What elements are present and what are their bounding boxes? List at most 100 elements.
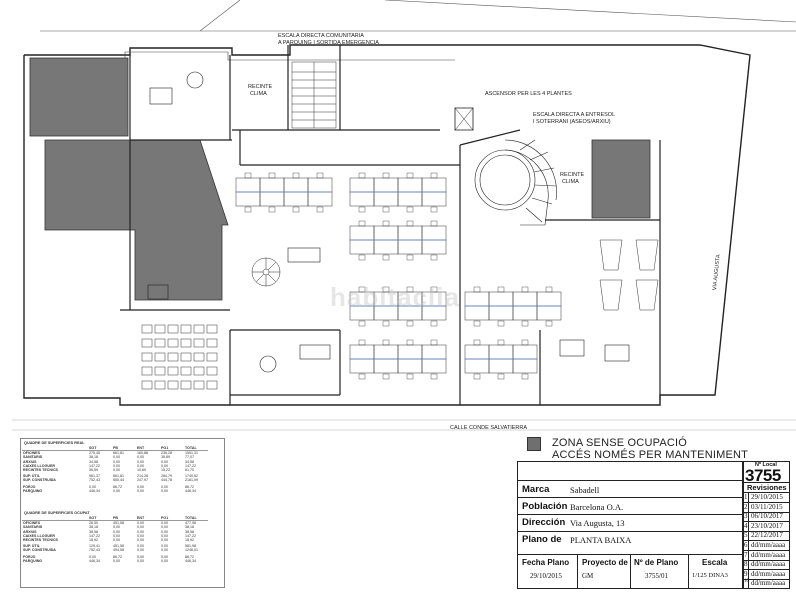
- chair: [473, 373, 481, 380]
- chair: [382, 339, 390, 346]
- row-label: FORJO: [23, 484, 36, 489]
- row-value: 0,00: [137, 533, 144, 538]
- seat: [167, 324, 179, 334]
- chair: [382, 286, 390, 293]
- fecha-label: Fecha Plano: [522, 558, 570, 567]
- chair: [430, 286, 438, 293]
- row-label: FORJO: [23, 554, 36, 559]
- row-value: 0,00: [161, 533, 168, 538]
- row-value: 661,81: [113, 474, 124, 479]
- row-value: 129,41: [89, 544, 100, 549]
- table-header-cell: SOT: [88, 446, 112, 452]
- table-header-cell: PB: [112, 446, 136, 452]
- row-label: SANITARIS: [23, 455, 43, 460]
- plano-label: Plano de: [522, 534, 562, 545]
- revision-date: dd/mm/aaaa: [751, 579, 786, 588]
- seat: [167, 366, 179, 376]
- desk: [397, 225, 423, 241]
- revision-date: 22/12/2017: [751, 531, 783, 540]
- chair: [358, 172, 366, 179]
- row-value: 444,78: [161, 478, 172, 483]
- desk: [464, 305, 490, 321]
- legend-line-1: ZONA SENSE OCUPACIÓ: [552, 437, 688, 449]
- label-ascensor: ASCENSOR PER LES 4 PLANTES: [485, 91, 572, 97]
- row-value: 0,00: [113, 488, 120, 493]
- booth: [599, 279, 623, 311]
- local-label: Nº Local: [755, 462, 777, 468]
- desk: [464, 358, 490, 374]
- seat: [180, 352, 192, 362]
- row-label: PARQUING: [23, 558, 43, 563]
- desk: [307, 191, 333, 207]
- label-recinte-right-2: CLIMA: [562, 179, 579, 185]
- row-label: SANITARIS: [23, 525, 43, 530]
- desk: [235, 191, 261, 207]
- booth: [599, 239, 623, 271]
- label-recinte-left-2: CLIMA: [250, 91, 267, 97]
- row-value: 0,00: [89, 484, 96, 489]
- desk: [373, 177, 399, 193]
- desk: [373, 358, 399, 374]
- row-value: 0,00: [161, 548, 168, 553]
- seat: [206, 352, 218, 362]
- seat: [180, 324, 192, 334]
- table-header-cell: ENT: [136, 516, 160, 522]
- desk: [397, 177, 423, 193]
- desk: [421, 239, 447, 255]
- desk: [349, 239, 375, 255]
- seat: [154, 380, 166, 390]
- chair: [473, 320, 481, 327]
- chair: [430, 220, 438, 227]
- fecha-value: 29/10/2015: [530, 572, 562, 580]
- revision-number: 9: [744, 569, 748, 578]
- desk: [349, 191, 375, 207]
- seat: [180, 338, 192, 348]
- row-value: 961,37: [89, 474, 100, 479]
- label-recinte-left-1: RECINTE: [248, 84, 273, 90]
- row-value: 160,88: [137, 451, 148, 456]
- row-value: 446,34: [89, 558, 100, 563]
- row-value: 0,00: [113, 468, 120, 473]
- chair: [406, 220, 414, 227]
- desk: [349, 344, 375, 360]
- desk: [512, 291, 538, 307]
- desk: [488, 291, 514, 307]
- row-value: 61,70: [185, 468, 194, 473]
- desk: [421, 225, 447, 241]
- revision-date: dd/mm/aaaa: [751, 541, 786, 549]
- desk: [349, 225, 375, 241]
- row-value: 0,00: [113, 529, 120, 534]
- table-header-cell: PB: [112, 516, 136, 522]
- row-value: 0,00: [113, 538, 120, 543]
- seat: [206, 380, 218, 390]
- desk: [512, 358, 538, 374]
- seat: [180, 366, 192, 376]
- row-value: 18,92: [89, 538, 98, 543]
- row-label: CAIXES LLOGUER: [23, 463, 55, 468]
- chair: [244, 172, 252, 179]
- seat: [180, 380, 192, 390]
- chair: [358, 206, 366, 213]
- table-header-cell: [22, 516, 88, 522]
- row-value: 2181,09: [185, 478, 198, 483]
- row-value: 0,00: [161, 544, 168, 549]
- seat: [193, 338, 205, 348]
- row-value: 1740,62: [185, 474, 198, 479]
- row-value: 446,34: [185, 488, 196, 493]
- revision-date: dd/mm/aaaa: [751, 560, 786, 569]
- surface-tables-frame: [20, 438, 225, 588]
- row-value: 236,28: [161, 451, 172, 456]
- table-header-cell: SOT: [88, 516, 112, 522]
- local-number: 3755: [745, 466, 781, 485]
- direccion-value: Via Augusta, 13: [570, 518, 625, 528]
- table-header-cell: PO1: [160, 516, 184, 522]
